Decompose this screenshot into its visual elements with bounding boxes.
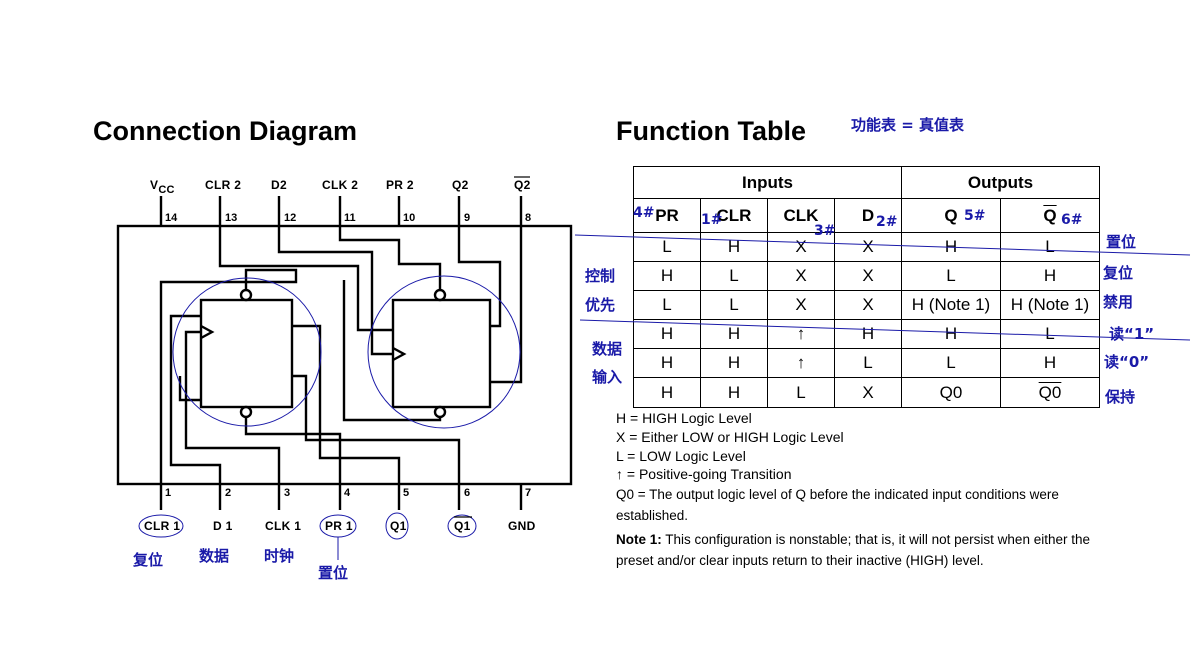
row-annotation-hold: 保持 — [1105, 388, 1136, 406]
pin-label-d2: D2 — [271, 178, 287, 192]
pin-label-d1: D 1 — [213, 519, 233, 533]
legend-high: H = HIGH Logic Level — [616, 410, 752, 426]
pin-label-pr2: PR 2 — [386, 178, 414, 192]
table-row: L L X X H (Note 1) H (Note 1) — [633, 290, 1100, 320]
header-q: Q — [901, 198, 1001, 233]
table-cell: H — [1000, 348, 1100, 378]
pin-num-5: 5 — [403, 487, 410, 499]
pin-num-11: 11 — [344, 212, 356, 224]
mark-q: 5# — [964, 208, 986, 224]
table-row: H H ↑ H H L — [633, 319, 1100, 349]
table-cell: L — [633, 290, 701, 320]
table-row: L H X X H L — [633, 232, 1100, 262]
pin-num-14: 14 — [165, 212, 178, 224]
pin-label-q2-bar: Q2 — [514, 178, 531, 192]
note-1: Note 1: This configuration is nonstable;… — [616, 529, 1116, 571]
pin-num-2: 2 — [225, 487, 232, 499]
pin-label-q2: Q2 — [452, 178, 469, 192]
function-table-title: Function Table — [616, 116, 806, 146]
row-annotation-read-0: 读“0” — [1104, 353, 1150, 371]
pin-label-gnd: GND — [508, 519, 536, 533]
row-annotation-disabled: 禁用 — [1103, 293, 1134, 311]
mark-clk: 3# — [814, 223, 836, 239]
row-annotation-preset: 置位 — [1106, 233, 1137, 251]
pin-num-8: 8 — [525, 212, 532, 224]
pin-num-3: 3 — [284, 487, 291, 499]
row-annotation-read-1: 读“1” — [1109, 325, 1155, 343]
legend-low: L = LOW Logic Level — [616, 448, 746, 464]
inputs-group-header: Inputs — [633, 166, 902, 199]
table-cell: Q0 — [1000, 377, 1100, 408]
flip-flop-2 — [391, 298, 492, 409]
table-cell: L — [700, 261, 768, 291]
table-cell: X — [834, 377, 902, 408]
mark-clr: 1# — [701, 212, 723, 228]
annotation-data: 数据 — [199, 547, 230, 565]
legend-either: X = Either LOW or HIGH Logic Level — [616, 429, 844, 445]
ic-package — [116, 224, 573, 486]
table-cell: Q0 — [901, 377, 1001, 408]
annotation-preset: 置位 — [318, 564, 349, 582]
pin-label-q1: Q1 — [390, 519, 407, 533]
pin-label-q1-bar: Q1 — [454, 519, 471, 533]
legend-transition: ↑ = Positive-going Transition — [616, 466, 792, 482]
table-cell: H — [633, 348, 701, 378]
function-table: Inputs Outputs PR CLR CLK D Q Q L H X X … — [633, 166, 1100, 408]
pin-num-13: 13 — [225, 212, 238, 224]
pin-num-10: 10 — [403, 212, 416, 224]
pin-num-7: 7 — [525, 487, 532, 499]
table-cell: L — [834, 348, 902, 378]
mark-d: 2# — [876, 214, 898, 230]
left-annotation-input: 输入 — [592, 368, 623, 386]
note-text: This configuration is nonstable; that is… — [616, 532, 1090, 568]
flip-flop-1 — [199, 298, 294, 409]
pin-label-clk2: CLK 2 — [322, 178, 359, 192]
table-cell: L — [767, 377, 835, 408]
table-cell: H — [700, 377, 768, 408]
table-cell: L — [700, 290, 768, 320]
left-annotation-priority: 优先 — [585, 296, 616, 314]
table-cell: H — [901, 319, 1001, 349]
table-cell: H — [633, 377, 701, 408]
pin-label-vcc: VCC — [150, 178, 175, 196]
table-cell: L — [901, 261, 1001, 291]
legend-q0: Q0 = The output logic level of Q before … — [616, 487, 1059, 523]
table-cell: H — [1000, 261, 1100, 291]
table-cell: H (Note 1) — [1000, 290, 1100, 320]
table-row: H H L X Q0 Q0 — [633, 377, 1100, 408]
annotation-clock: 时钟 — [264, 547, 295, 565]
pin-num-4: 4 — [344, 487, 351, 499]
mark-q-bar: 6# — [1061, 212, 1083, 228]
table-row: H H ↑ L L H — [633, 348, 1100, 378]
table-cell: X — [834, 261, 902, 291]
connection-diagram-title: Connection Diagram — [93, 116, 358, 146]
annotation-lines — [574, 234, 1191, 341]
pin-num-1: 1 — [165, 487, 172, 499]
header-clk: CLK — [767, 198, 835, 233]
row-annotation-reset: 复位 — [1103, 264, 1134, 282]
left-annotation-data: 数据 — [592, 340, 623, 358]
pin-label-pr1: PR 1 — [325, 519, 353, 533]
function-table-cn-note: 功能表 = 真值表 — [851, 116, 965, 134]
pin-label-clr2: CLR 2 — [205, 178, 242, 192]
table-cell: H (Note 1) — [901, 290, 1001, 320]
note-label: Note 1: — [616, 532, 662, 547]
header-clr: CLR — [700, 198, 768, 233]
pin-num-9: 9 — [464, 212, 471, 224]
header-pr: PR — [633, 198, 701, 233]
outputs-group-header: Outputs — [901, 166, 1100, 199]
mark-pr: 4# — [633, 205, 655, 221]
pin-num-12: 12 — [284, 212, 297, 224]
pin-num-6: 6 — [464, 487, 471, 499]
annotation-reset: 复位 — [133, 551, 164, 569]
left-annotation-control: 控制 — [585, 267, 616, 285]
pin-label-clr1: CLR 1 — [144, 519, 181, 533]
table-cell: H — [700, 348, 768, 378]
connection-diagram — [116, 176, 573, 560]
pin-label-clk1: CLK 1 — [265, 519, 302, 533]
